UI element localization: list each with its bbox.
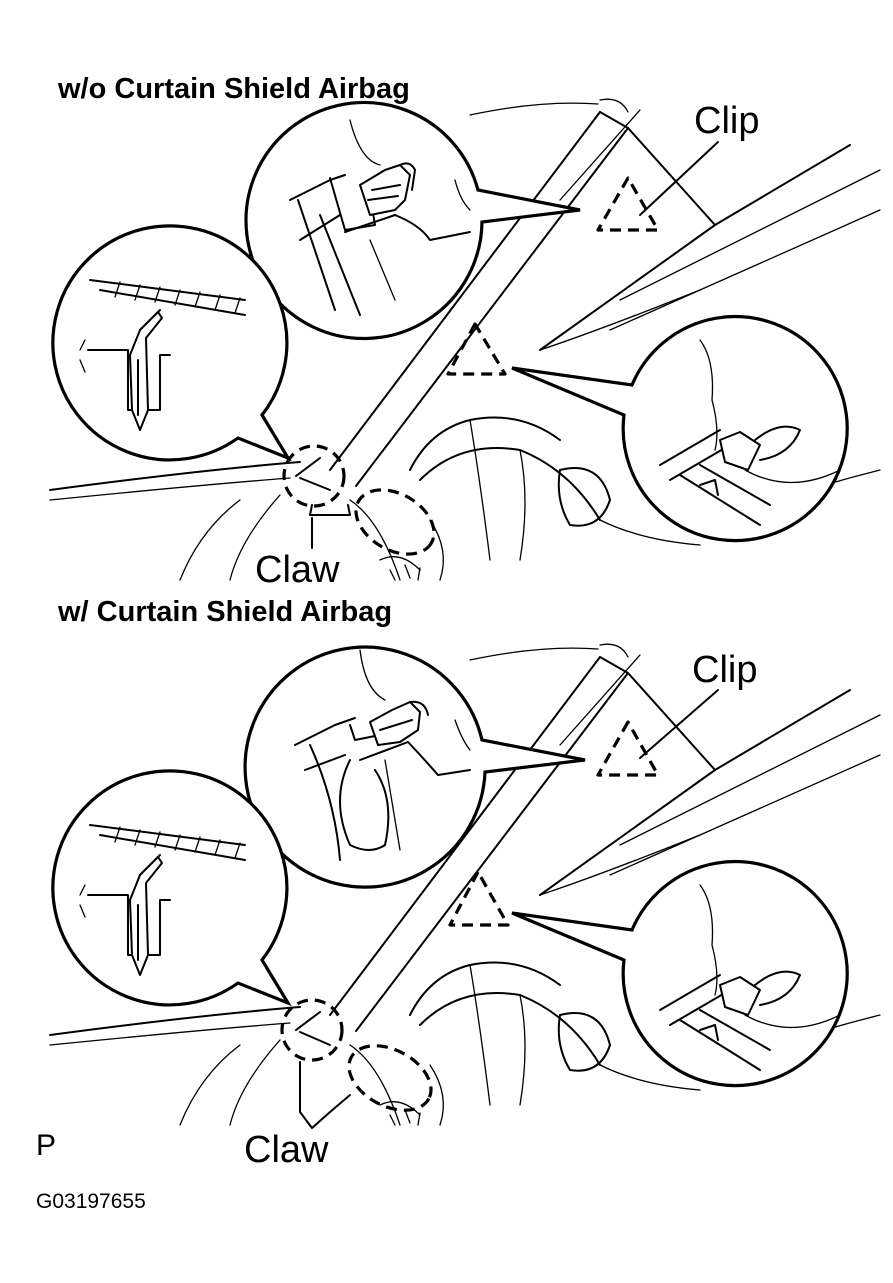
panel-with-airbag: w/ Curtain Shield Airbag Clip Claw: [49, 596, 881, 1171]
claw-leader-line: [299, 1061, 351, 1129]
claw-locations: [282, 444, 436, 556]
claw-locations: [280, 998, 433, 1112]
clip-location-upper: [596, 176, 660, 232]
clip-label: Clip: [694, 100, 759, 142]
clip-label: Clip: [692, 649, 757, 691]
claw-detail-bubble: [51, 224, 292, 462]
clip-leader-line: [639, 141, 719, 216]
panel-heading: w/o Curtain Shield Airbag: [57, 73, 410, 105]
clip-location-upper: [596, 720, 660, 777]
clip-location-lower: [448, 870, 510, 927]
panel-without-airbag: w/o Curtain Shield Airbag Clip Claw: [49, 73, 881, 591]
clip-detail-bubble-upper: [244, 100, 581, 341]
figure-code: G03197655: [36, 1190, 146, 1213]
claw-label: Claw: [244, 1129, 329, 1171]
footer-mark: P: [36, 1129, 56, 1162]
claw-detail-bubble: [51, 769, 292, 1007]
clip-detail-bubble-upper: [243, 645, 586, 889]
panel-heading: w/ Curtain Shield Airbag: [57, 596, 392, 628]
clip-leader-line: [639, 689, 719, 759]
claw-label: Claw: [255, 549, 340, 591]
clip-detail-bubble-lower: [511, 859, 849, 1088]
clip-detail-bubble-lower: [511, 314, 849, 543]
clip-location-lower: [446, 322, 507, 376]
